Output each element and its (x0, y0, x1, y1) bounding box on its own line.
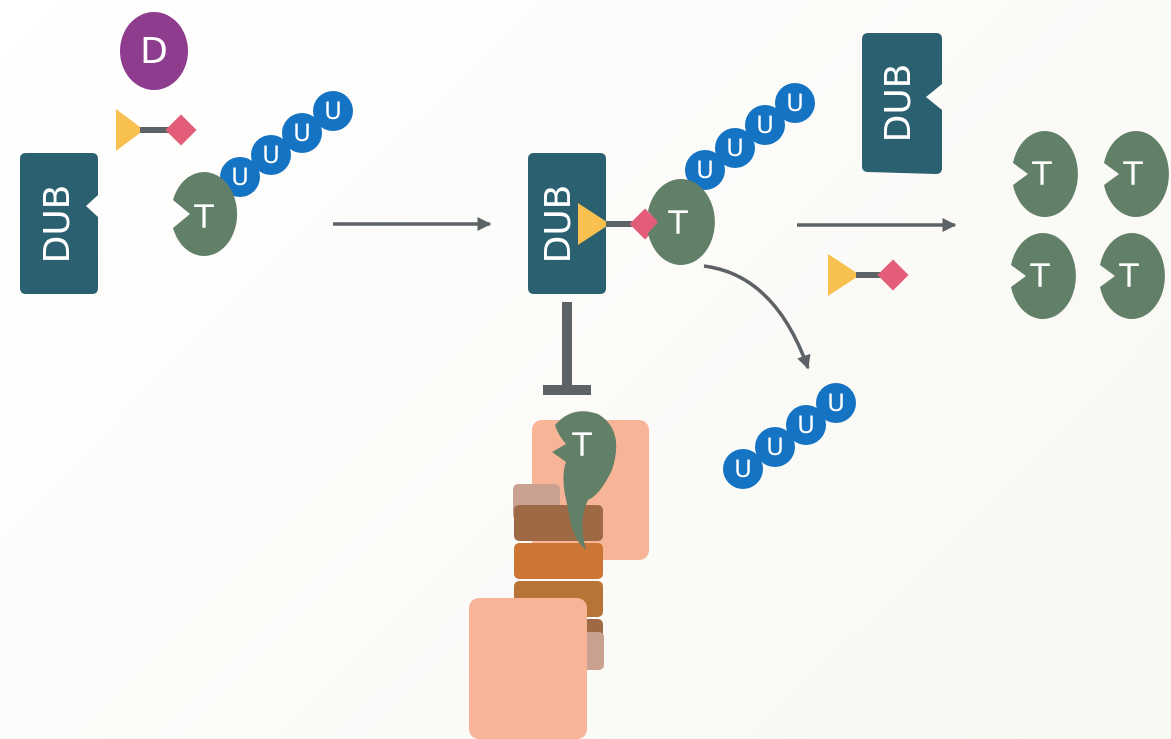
target-label: T (667, 204, 688, 242)
dub-label: DUB (37, 185, 78, 264)
ubiquitin-chain-left: U U U U (220, 91, 353, 197)
svg-text:U: U (756, 111, 774, 139)
ubiquitin-bead: U (251, 135, 291, 175)
dub-label: DUB (878, 64, 919, 143)
target-protein-left: T (173, 171, 238, 256)
svg-text:T: T (1118, 257, 1139, 295)
proteasome-cap-bottom (469, 598, 587, 739)
svg-text:U: U (786, 89, 804, 117)
ubiquitin-bead: U (313, 91, 353, 131)
dub-free-right: DUB (862, 33, 942, 174)
drug-molecule: D (120, 12, 188, 90)
target-label: T (193, 198, 214, 236)
target-protein-degrading: T (552, 411, 617, 550)
target-protein-stabilized: T (1100, 232, 1165, 320)
svg-text:U: U (797, 411, 815, 439)
target-protein-stabilized: T (1013, 131, 1078, 217)
warhead-probe-left (116, 109, 197, 151)
proteasome-ring (514, 505, 603, 541)
svg-text:U: U (827, 389, 845, 417)
ubiquitin-bead: U (715, 128, 755, 168)
svg-text:T: T (1122, 155, 1143, 193)
svg-text:U: U (293, 119, 311, 147)
svg-text:U: U (696, 156, 714, 184)
svg-text:U: U (726, 134, 744, 162)
svg-text:T: T (1031, 155, 1052, 193)
ubiquitin-chain-released: U U U U (723, 383, 856, 489)
svg-text:U: U (262, 141, 280, 169)
dub-free-left: DUB (20, 153, 98, 294)
dub-bound-middle: DUB (528, 153, 606, 294)
svg-text:U: U (231, 163, 249, 191)
ubiquitin-bead: U (775, 83, 815, 123)
target-protein-middle: T (648, 179, 715, 265)
svg-text:U: U (766, 433, 784, 461)
arrow-ub-release (703, 264, 811, 370)
ubiquitin-chain-middle: U U U U (685, 83, 815, 190)
target-protein-stabilized: T (1011, 233, 1076, 320)
svg-text:U: U (324, 97, 342, 125)
ubiquitin-bead: U (685, 150, 725, 190)
ubiquitin-bead: U (755, 427, 795, 467)
ubiquitin-bead: U (282, 113, 322, 153)
svg-text:U: U (734, 455, 752, 483)
svg-text:T: T (1029, 257, 1050, 295)
inhibition-symbol (543, 302, 591, 395)
proteasome-ring (514, 543, 603, 579)
dub-label: DUB (538, 185, 579, 264)
ubiquitin-bead: U (745, 105, 785, 145)
proteasome (469, 420, 649, 739)
ubiquitin-bead: U (816, 383, 856, 423)
warhead-probe-right (828, 254, 909, 296)
target-protein-stabilized: T (1104, 131, 1169, 217)
drug-label: D (140, 31, 168, 72)
ubiquitin-bead: U (220, 157, 260, 197)
target-label: T (571, 426, 592, 464)
ubiquitin-bead: U (723, 449, 763, 489)
ubiquitin-bead: U (786, 405, 826, 445)
